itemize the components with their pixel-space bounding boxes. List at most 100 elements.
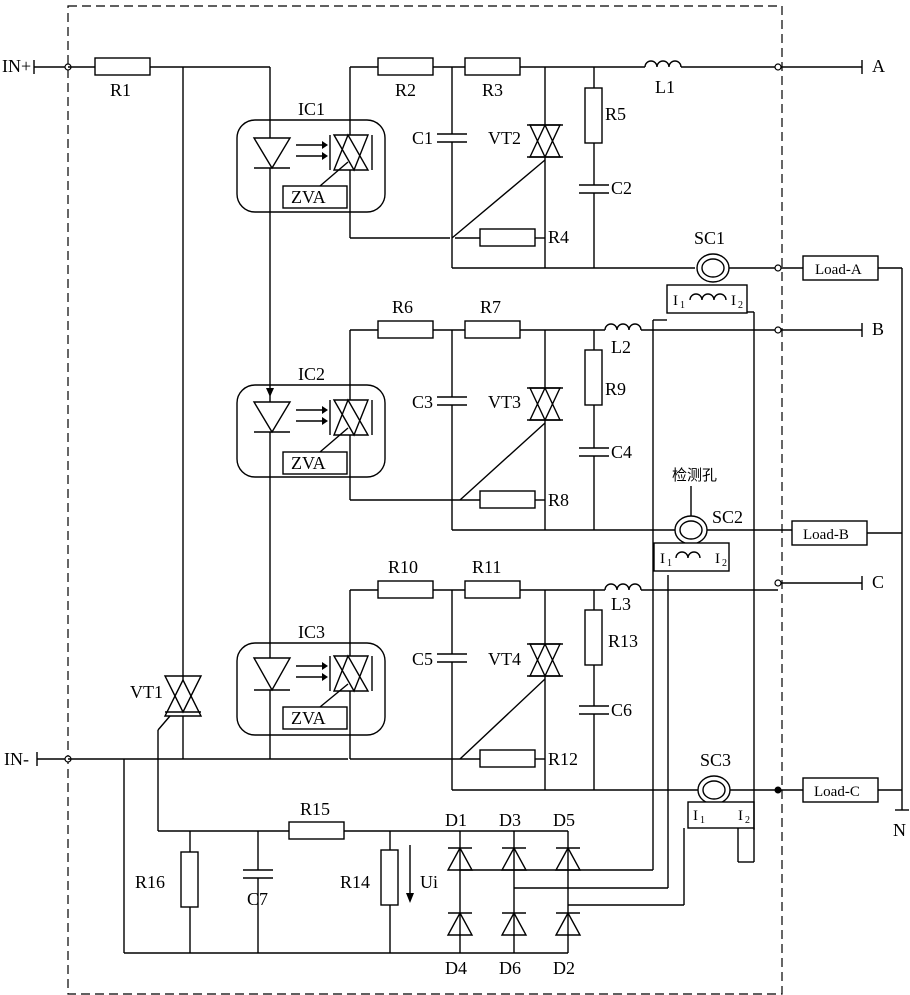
sc2-i1-sub: 1 xyxy=(667,558,672,569)
r6-label: R6 xyxy=(392,297,413,317)
sc3-i1: I xyxy=(693,808,698,824)
inductor-l3 xyxy=(604,583,642,591)
sc2-label: SC2 xyxy=(712,507,743,527)
inductor-l2 xyxy=(604,323,642,331)
r16-label: R16 xyxy=(135,872,165,892)
terminal-c-label: C xyxy=(872,572,884,592)
ic1-label: IC1 xyxy=(298,99,325,119)
resistor-r2 xyxy=(377,57,434,76)
resistor-r3 xyxy=(464,57,521,76)
d1-label: D1 xyxy=(445,810,467,830)
inductor-l1 xyxy=(644,60,682,68)
r3-label: R3 xyxy=(482,80,503,100)
r11-label: R11 xyxy=(472,557,501,577)
r4-label: R4 xyxy=(548,227,569,247)
sc1-i2: I xyxy=(731,293,736,309)
c3-label: C3 xyxy=(412,392,433,412)
vt1-label: VT1 xyxy=(130,682,163,702)
thyristor-vt1 xyxy=(163,675,203,714)
resistor-r16 xyxy=(180,851,199,908)
r7-label: R7 xyxy=(480,297,501,317)
resistor-r11 xyxy=(464,580,521,599)
sc1-i2-sub: 2 xyxy=(738,300,743,311)
diode-d4 xyxy=(446,911,474,936)
c5-label: C5 xyxy=(412,649,433,669)
r8-label: R8 xyxy=(548,490,569,510)
l2-label: L2 xyxy=(611,337,631,357)
resistor-r9 xyxy=(584,349,603,406)
r12-label: R12 xyxy=(548,749,578,769)
sc2-i2: I xyxy=(715,551,720,567)
vt2-label: VT2 xyxy=(488,128,521,148)
ic3-label: IC3 xyxy=(298,622,325,642)
c2-label: C2 xyxy=(611,178,632,198)
c4-label: C4 xyxy=(611,442,632,462)
ui-label: Ui xyxy=(420,872,438,892)
r13-label: R13 xyxy=(608,631,638,651)
zva1-label: ZVA xyxy=(291,187,326,207)
sc3-i1-sub: 1 xyxy=(700,815,705,826)
resistor-r4 xyxy=(479,228,536,247)
r15-label: R15 xyxy=(300,799,330,819)
inspection-hole-label: 检测孔 xyxy=(672,467,717,484)
in-plus-label: IN+ xyxy=(2,56,31,76)
vt4-label: VT4 xyxy=(488,649,521,669)
terminal-b-label: B xyxy=(872,319,884,339)
load-b-label: Load-B xyxy=(803,527,849,543)
ic3-package xyxy=(236,642,386,736)
diode-d6 xyxy=(500,911,528,936)
c6-label: C6 xyxy=(611,700,632,720)
resistor-r12 xyxy=(479,749,536,768)
d3-label: D3 xyxy=(499,810,521,830)
sc1-i1: I xyxy=(673,293,678,309)
r9-label: R9 xyxy=(605,379,626,399)
sc1-label: SC1 xyxy=(694,228,725,248)
zva3-label: ZVA xyxy=(291,708,326,728)
sc2-i2-sub: 2 xyxy=(722,558,727,569)
resistor-r6 xyxy=(377,320,434,339)
r2-label: R2 xyxy=(395,80,416,100)
diode-d2 xyxy=(554,911,582,936)
enclosure-boundary xyxy=(67,5,783,995)
r10-label: R10 xyxy=(388,557,418,577)
d4-label: D4 xyxy=(445,958,467,978)
terminal-n-label: N xyxy=(893,820,906,840)
resistor-r13 xyxy=(584,609,603,666)
load-a-label: Load-A xyxy=(815,262,862,278)
thyristor-vt2 xyxy=(528,124,562,159)
d6-label: D6 xyxy=(499,958,521,978)
sc3-label: SC3 xyxy=(700,750,731,770)
terminal-a-label: A xyxy=(872,56,885,76)
in-minus-label: IN- xyxy=(4,749,29,769)
vt3-label: VT3 xyxy=(488,392,521,412)
r5-label: R5 xyxy=(605,104,626,124)
l1-label: L1 xyxy=(655,77,675,97)
c7-label: C7 xyxy=(247,889,268,909)
zva2-label: ZVA xyxy=(291,453,326,473)
r1-label: R1 xyxy=(110,80,131,100)
thyristor-vt3 xyxy=(528,387,562,422)
d5-label: D5 xyxy=(553,810,575,830)
load-c-label: Load-C xyxy=(814,784,860,800)
resistor-r7 xyxy=(464,320,521,339)
l3-label: L3 xyxy=(611,594,631,614)
sc3-i2: I xyxy=(738,808,743,824)
thyristor-vt4 xyxy=(528,643,562,678)
sc2-i1: I xyxy=(660,551,665,567)
d2-label: D2 xyxy=(553,958,575,978)
resistor-r8 xyxy=(479,490,536,509)
sc1-i1-sub: 1 xyxy=(680,300,685,311)
sc3-i2-sub: 2 xyxy=(745,815,750,826)
resistor-r15 xyxy=(288,821,345,840)
ic1-package xyxy=(236,119,386,213)
resistor-r5 xyxy=(584,87,603,144)
ic2-package xyxy=(236,384,386,478)
resistor-r10 xyxy=(377,580,434,599)
resistor-r14 xyxy=(380,849,399,906)
c1-label: C1 xyxy=(412,128,433,148)
r14-label: R14 xyxy=(340,872,370,892)
load-a-box xyxy=(802,255,879,281)
resistor-r1 xyxy=(94,57,151,76)
